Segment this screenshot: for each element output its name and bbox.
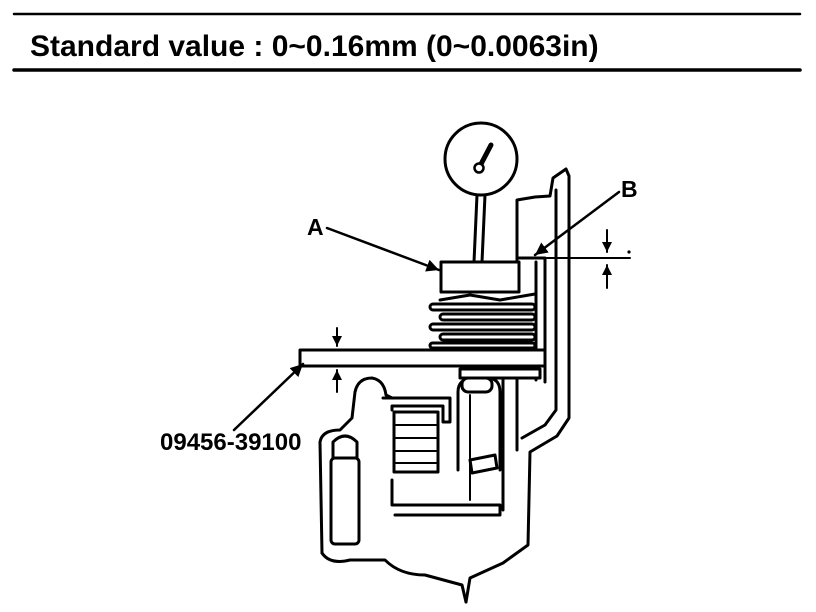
standard-value-text: Standard value : 0~0.16mm (0~0.0063in) — [30, 30, 599, 63]
gauge-needle-hub — [473, 162, 485, 174]
gauge-contact-block — [439, 260, 521, 294]
straight-edge-body — [298, 348, 547, 368]
housing-inner-wall — [520, 188, 558, 440]
gauge-needle-icon — [473, 142, 494, 174]
center-shaft — [456, 376, 519, 512]
return-spring-assembly — [381, 396, 502, 517]
center-shaft-cap — [460, 376, 494, 394]
gap-indicator-b — [602, 229, 631, 289]
bolt-shaft — [329, 456, 361, 546]
side-column — [501, 376, 519, 512]
housing-outer-wall — [464, 167, 571, 604]
wave-spring — [438, 292, 537, 302]
clutch-plate — [428, 302, 537, 312]
gauge-stem-left — [472, 193, 479, 264]
label-b: B — [621, 176, 638, 202]
piston-band — [458, 367, 542, 380]
lower-housing-outline — [318, 376, 394, 555]
clutch-plate — [438, 332, 537, 342]
dial-gauge — [439, 121, 521, 294]
spring-seat — [390, 478, 502, 517]
lower-housing-bottom — [320, 551, 468, 604]
clutch-plate — [428, 322, 537, 332]
header: Standard value : 0~0.16mm (0~0.0063in) — [12, 12, 802, 72]
reference-dot — [627, 250, 631, 254]
gauge-needle-shaft — [477, 142, 494, 169]
clutch-pack — [428, 292, 537, 350]
leader-line-a — [325, 226, 441, 272]
bolt — [329, 434, 361, 546]
label-a: A — [307, 214, 324, 240]
bolt-head — [331, 434, 359, 460]
gauge-stem — [472, 193, 487, 264]
gauge-stem-right — [480, 193, 487, 264]
clutch-plate — [428, 341, 537, 350]
leader-line-tool — [232, 362, 305, 432]
clutch-plate — [438, 312, 537, 322]
tool-part-number: 09456-39100 — [160, 429, 301, 456]
spring-retainer — [381, 396, 452, 424]
center-shaft-key — [468, 453, 499, 475]
leader-line-b — [533, 190, 621, 257]
straight-edge-tool — [298, 348, 547, 368]
measurement-diagram: A B 09456-39100 — [160, 121, 638, 604]
